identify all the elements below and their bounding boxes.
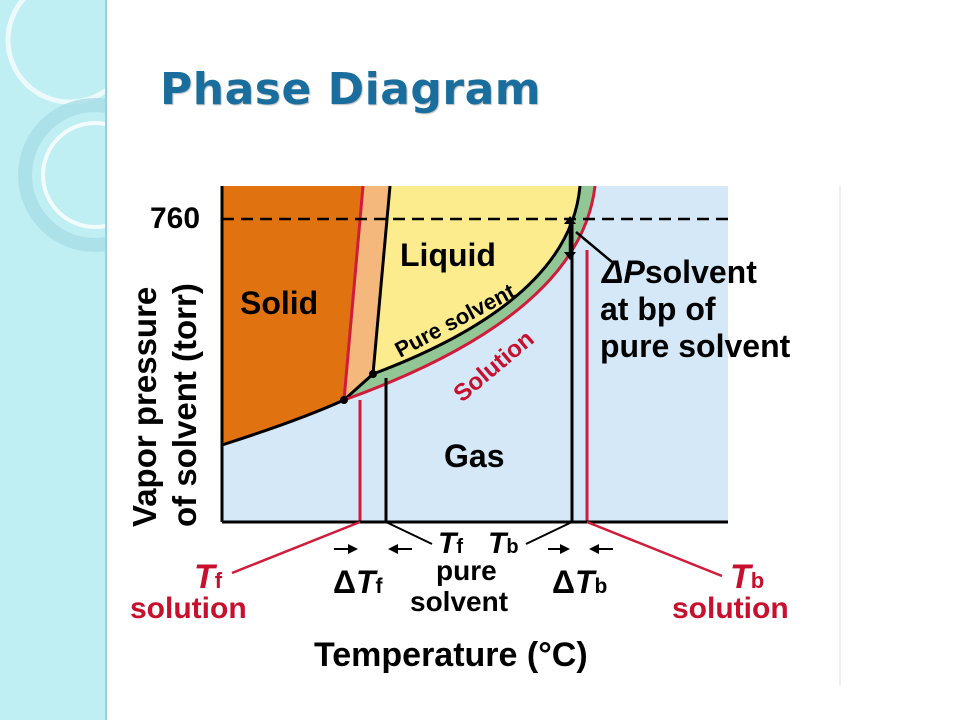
delta-p-line2: at bp of [600,291,716,327]
delta-p-leader [575,231,613,263]
delta-tf-t: T [356,564,378,600]
delta-p-line1: solvent [645,254,757,290]
liquid-label: Liquid [400,237,496,273]
triple-point-solution [340,396,348,404]
delta-tb-arrowhead-left [560,544,570,554]
tf-pure-label: Tf [438,527,463,560]
tb-pure-t: T [488,527,509,560]
y-axis-label-line1: Vapor pressure [126,287,163,527]
solid-label: Solid [240,285,318,321]
side-decoration-strip [0,0,172,720]
delta-p-symbol: ΔP [601,254,645,290]
sublimation-curve [221,372,375,447]
delta-tb-t: T [575,564,597,600]
solution-melting-curve [342,185,365,401]
tb-pure-label: Tb [488,527,519,560]
tb-pure-sub: b [506,536,518,558]
tf-solution-word: solution [130,592,247,625]
tb-solution-word: solution [672,592,789,625]
delta-p-label: ΔPsolvent [601,254,757,290]
delta-tb-sub: b [595,575,608,598]
delta-p-line3: pure solvent [600,328,791,364]
liquid-region [373,186,580,374]
delta-tb-label: ΔTb [552,564,607,600]
tb-solution-sub: b [751,568,764,593]
solid-shift-band [344,186,390,400]
delta-p-arrowhead-up [564,216,576,224]
delta-tf-label: ΔTf [333,564,384,600]
tb-solution-symbol: Tb [730,558,764,596]
tb-solution-leader [586,520,723,578]
pure-solvent-vapor-curve [372,185,582,376]
tf-solution-t: T [194,558,218,596]
tb-pure-leader [525,521,573,545]
y-tick-760: 760 [150,202,200,235]
gas-label: Gas [444,438,504,474]
solid-region [222,186,363,445]
tf-solution-leader [231,520,361,575]
solvent-word: solvent [410,586,508,617]
triple-point-pure [369,370,377,378]
delta-tf-arrowhead-left [348,544,358,554]
pure-solvent-melting-curve [371,185,392,375]
x-axis-label: Temperature (°C) [314,636,588,674]
tf-solution-symbol: Tf [194,558,223,596]
tf-pure-sub: f [456,536,463,558]
delta-p-arrowhead-down [564,252,576,260]
delta-tb-delta: Δ [552,564,575,600]
pure-word: pure [436,555,497,586]
y-axis-label-line2: of solvent (torr) [166,283,203,527]
slide-title: Phase Diagram [160,64,542,115]
tf-pure-leader [385,521,433,545]
tf-solution-sub: f [215,568,223,593]
delta-tf-arrowhead-right [388,544,398,554]
delta-tb-arrowhead-right [589,544,599,554]
delta-tf-sub: f [376,575,384,598]
delta-tf-delta: Δ [333,564,356,600]
tb-solution-t: T [730,558,754,596]
tf-pure-t: T [438,527,459,560]
